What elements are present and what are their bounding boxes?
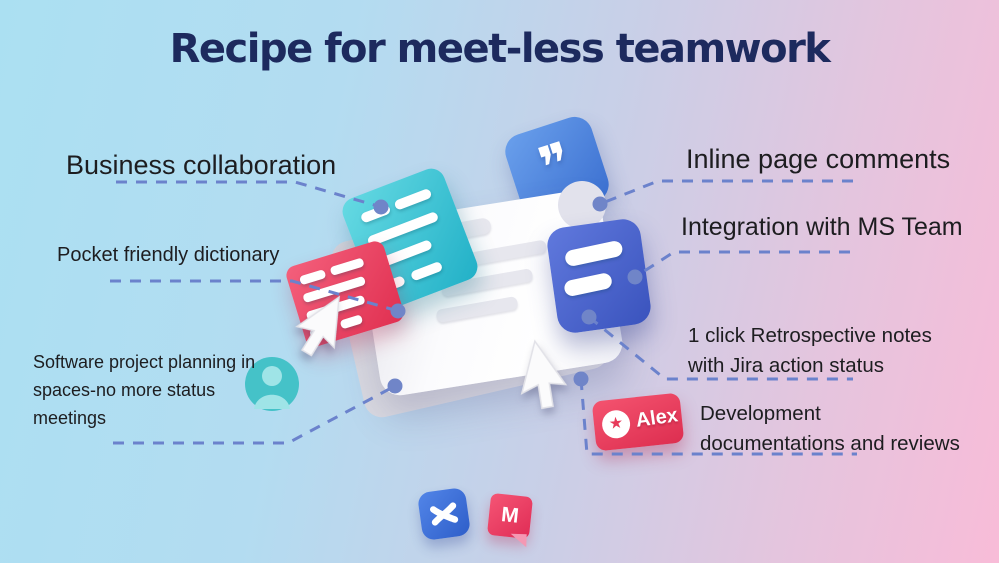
callout-pocket-dictionary: Pocket friendly dictionary — [57, 244, 280, 266]
callout-line: Development — [700, 402, 821, 425]
connector-dot — [390, 303, 406, 319]
page-title: Recipe for meet-less teamwork — [169, 26, 831, 72]
callout-line: spaces-no more status — [33, 380, 216, 400]
callout-ms-team-integration: Integration with MS Team — [681, 213, 963, 241]
user-avatar — [245, 357, 299, 411]
connector-dot — [573, 371, 589, 387]
callout-line: with Jira action status — [688, 354, 884, 377]
connector-business — [116, 180, 382, 209]
connector-msteam — [634, 250, 850, 279]
cursor-icon — [278, 290, 367, 372]
connector-pocket — [110, 279, 399, 313]
callout-line: documentations and reviews — [700, 432, 960, 455]
connector-devdocs — [579, 378, 857, 456]
cursor-icon — [511, 336, 578, 424]
callout-line: Software project planning in — [33, 352, 256, 372]
connector-dot — [373, 199, 389, 215]
connector-dot — [387, 378, 403, 394]
confluence-logo-icon — [430, 502, 459, 526]
connector-dot — [592, 196, 608, 212]
callout-inline-comments: Inline page comments — [686, 144, 951, 174]
connector-dot — [627, 269, 643, 285]
confluence-app-icon — [416, 486, 472, 542]
connector-dot — [581, 309, 597, 325]
callout-business-collaboration: Business collaboration — [66, 150, 337, 180]
connector-inline — [599, 179, 853, 206]
person-icon — [245, 357, 299, 411]
callout-line: 1 click Retrospective notes — [688, 324, 932, 347]
callout-retro-notes: 1 click Retrospective notes with Jira ac… — [688, 321, 932, 381]
connector-retro — [588, 315, 853, 381]
callout-line: meetings — [33, 408, 107, 428]
callout-software-planning: Software project planning in spaces-no m… — [33, 348, 255, 432]
callout-dev-docs: Development documentations and reviews — [700, 399, 960, 459]
